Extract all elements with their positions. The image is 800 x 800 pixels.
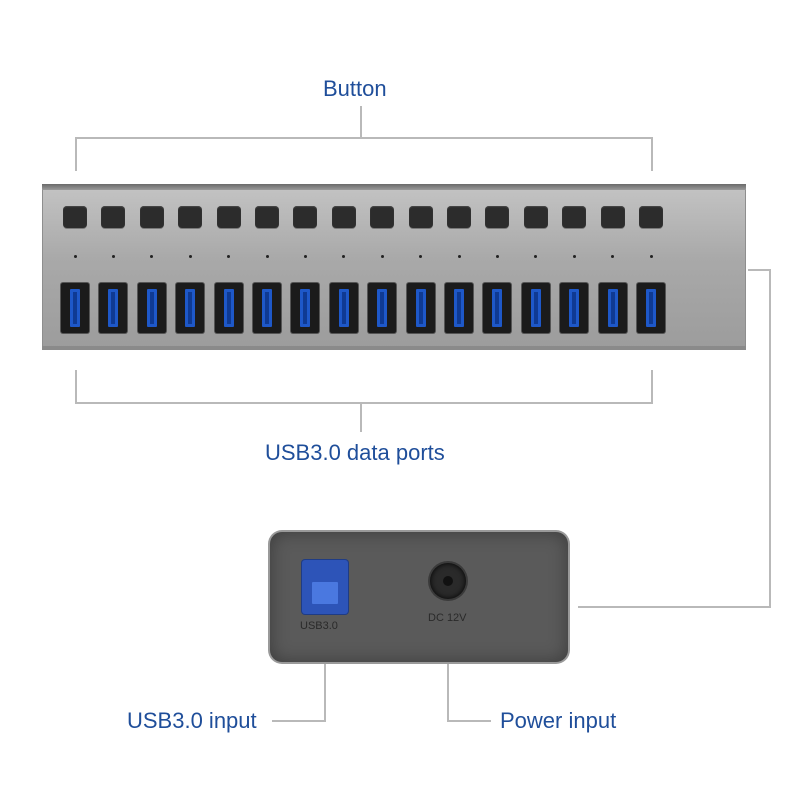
port-power-button[interactable]: [639, 206, 663, 228]
connector-top: [748, 269, 770, 271]
power-input-leader-horizontal: [447, 720, 491, 722]
dc-jack-marking: DC 12V: [428, 612, 467, 624]
port-status-led: [534, 255, 538, 258]
usb-b-port-opening: [312, 582, 338, 604]
usb-input-leader-vertical: [324, 630, 326, 721]
button-label: Button: [323, 76, 387, 101]
port-power-button[interactable]: [331, 206, 356, 228]
button-bracket-left-tick: [75, 137, 77, 171]
connector-bottom: [578, 606, 771, 608]
usb-input-label: USB3.0 input: [127, 708, 257, 733]
power-input-label: Power input: [500, 708, 617, 733]
usb-port-tongue: [338, 289, 349, 327]
ports-bracket-bar: [75, 402, 653, 404]
usb-data-port: [99, 283, 128, 333]
port-status-led: [227, 255, 231, 258]
port-status-led: [649, 255, 653, 258]
usb-data-port: [329, 283, 358, 333]
dc-jack-pin: [443, 576, 453, 586]
port-power-button[interactable]: [370, 206, 395, 228]
usb-port-tongue: [415, 289, 426, 327]
usb-data-ports-label: USB3.0 data ports: [265, 440, 445, 465]
usb-data-port: [483, 283, 512, 333]
hub-top-edge: [42, 184, 746, 190]
usb-data-port: [61, 283, 89, 333]
button-bracket-bar: [75, 137, 653, 139]
port-power-button[interactable]: [485, 206, 510, 228]
usb-port-tongue: [185, 289, 196, 327]
port-status-led: [342, 255, 346, 258]
port-status-led: [572, 255, 576, 258]
usb-port-tongue: [530, 289, 541, 327]
connector-vertical: [769, 269, 771, 607]
ports-bracket-stem: [360, 402, 362, 432]
usb-data-port: [214, 283, 243, 333]
port-power-button[interactable]: [178, 206, 203, 228]
port-power-button[interactable]: [523, 206, 548, 228]
usb-data-port: [253, 283, 281, 333]
usb-port-tongue: [646, 289, 656, 327]
button-bracket-right-tick: [651, 137, 653, 171]
ports-bracket-right-tick: [651, 370, 653, 404]
usb-data-port: [598, 283, 627, 333]
port-power-button[interactable]: [63, 206, 87, 228]
port-status-led: [495, 255, 499, 258]
port-status-led: [380, 255, 384, 258]
usb-b-port-marking: USB3.0: [300, 620, 338, 632]
usb-port-tongue: [569, 289, 580, 327]
usb-port-tongue: [454, 289, 464, 327]
port-power-button[interactable]: [562, 206, 587, 228]
usb-data-port: [291, 283, 320, 333]
port-power-button[interactable]: [255, 206, 279, 228]
port-power-button[interactable]: [408, 206, 433, 228]
port-status-led: [457, 255, 461, 258]
port-power-button[interactable]: [600, 206, 625, 228]
usb-port-tongue: [377, 289, 388, 327]
usb-port-tongue: [146, 289, 157, 327]
port-status-led: [73, 255, 77, 258]
usb-port-tongue: [70, 289, 80, 327]
usb-data-port: [637, 283, 665, 333]
port-power-button[interactable]: [216, 206, 241, 228]
usb-data-port: [445, 283, 473, 333]
hub-bottom-edge: [42, 346, 746, 350]
usb-data-port: [560, 283, 589, 333]
port-status-led: [611, 255, 615, 258]
port-status-led: [150, 255, 154, 258]
port-power-button[interactable]: [101, 206, 126, 228]
port-status-led: [265, 255, 269, 258]
ports-bracket-left-tick: [75, 370, 77, 404]
power-input-leader-vertical: [447, 628, 449, 721]
port-status-led: [188, 255, 192, 258]
port-status-led: [111, 255, 115, 258]
usb-port-tongue: [492, 289, 503, 327]
port-power-button[interactable]: [139, 206, 164, 228]
usb-port-tongue: [607, 289, 618, 327]
port-power-button[interactable]: [447, 206, 471, 228]
port-status-led: [419, 255, 423, 258]
usb-data-port: [176, 283, 205, 333]
usb-data-port: [521, 283, 550, 333]
usb-data-port: [368, 283, 397, 333]
usb-port-tongue: [108, 289, 119, 327]
port-power-button[interactable]: [293, 206, 318, 228]
button-bracket-stem: [360, 106, 362, 138]
usb-data-port: [137, 283, 166, 333]
usb-port-tongue: [262, 289, 272, 327]
port-status-led: [303, 255, 307, 258]
usb-port-tongue: [300, 289, 311, 327]
usb-input-leader-horizontal: [272, 720, 326, 722]
usb-port-tongue: [223, 289, 234, 327]
usb-data-port: [406, 283, 435, 333]
